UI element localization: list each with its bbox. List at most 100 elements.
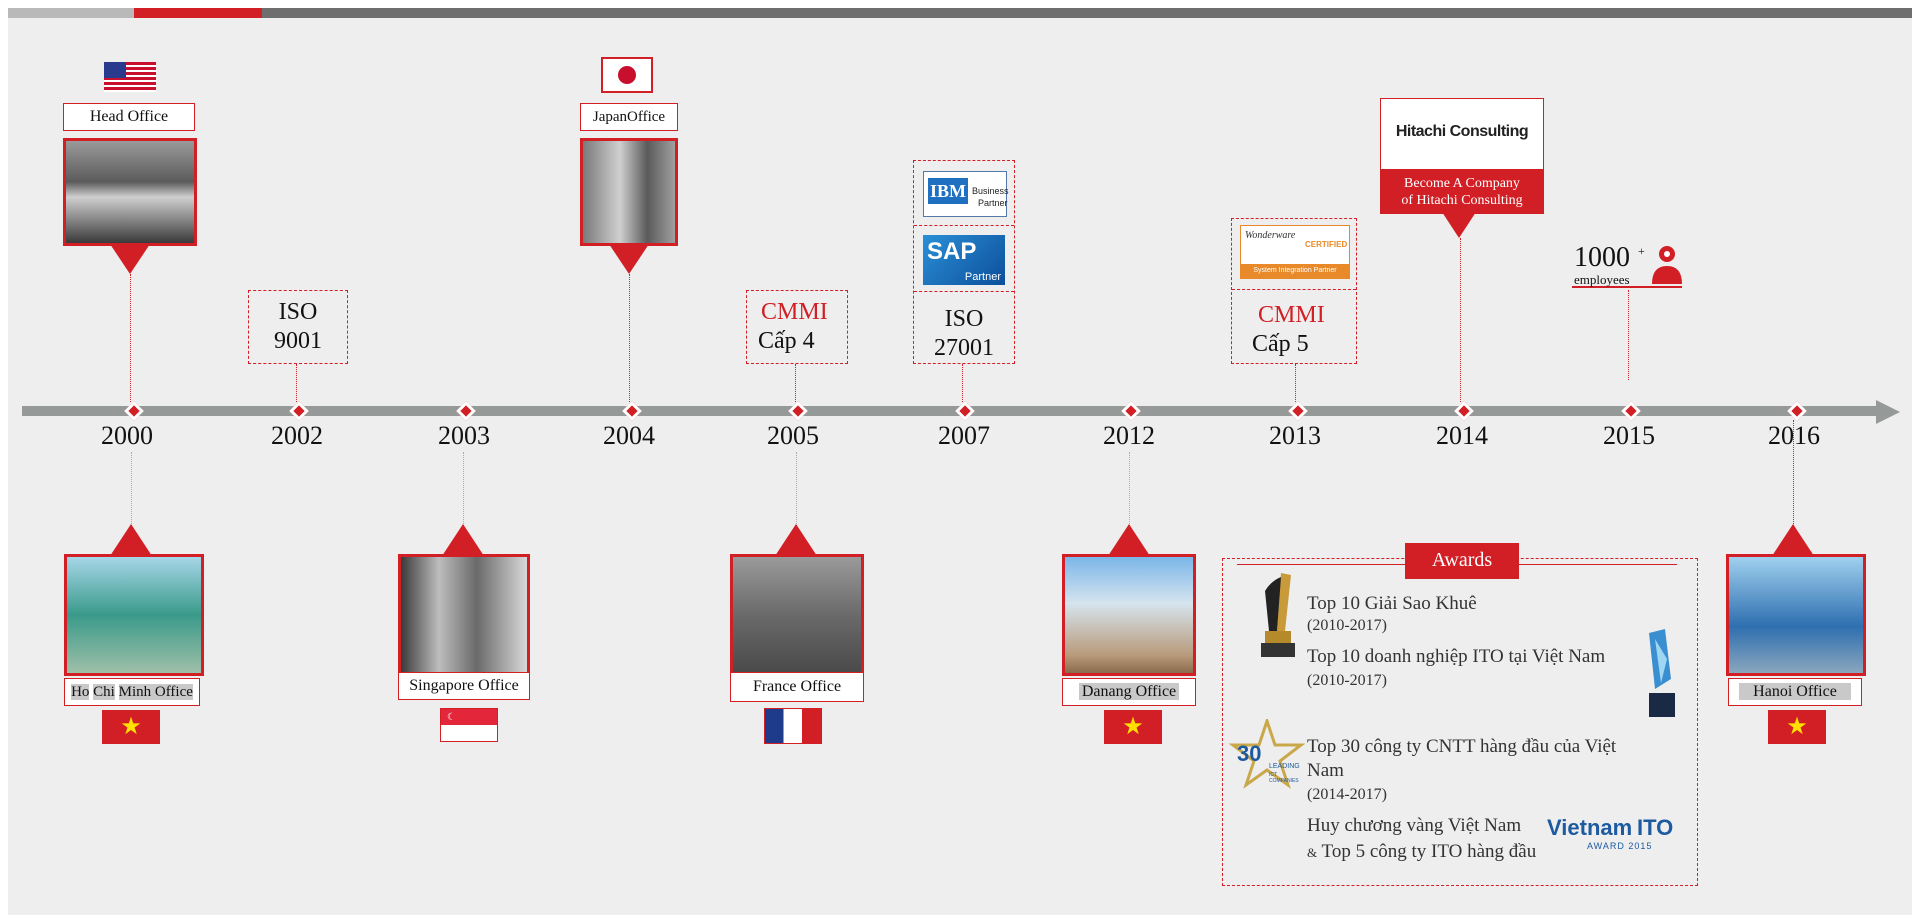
label-word: Chi <box>93 684 115 700</box>
wonderware-logo: Wonderware CERTIFIED System Integration … <box>1240 225 1350 279</box>
france-flag-icon <box>764 708 822 744</box>
award-title: Top 10 Giải Sao Khuê <box>1307 593 1477 614</box>
award-extra: Top 5 công ty ITO hàng đầu <box>1321 841 1537 862</box>
connector-line <box>1793 420 1794 530</box>
top30-number: 30 <box>1237 741 1262 766</box>
timeline-node-2005 <box>788 401 808 421</box>
timeline-node-2014 <box>1454 401 1474 421</box>
iso9001-box: ISO 9001 <box>248 290 348 364</box>
iso-title: ISO <box>278 299 318 325</box>
vietnam-ito-award: AWARD 2015 <box>1587 841 1653 851</box>
award-item: Huy chương vàng Việt Nam & Top 5 công ty… <box>1307 813 1637 866</box>
award-title: Huy chương vàng Việt Nam <box>1307 815 1522 836</box>
awards-panel: Awards Top 10 Giải Sao Khuê (2010-2017) … <box>1222 543 1698 886</box>
ibm-logo: IBM Business Partner <box>923 171 1009 217</box>
award-item: Top 10 doanh nghiệp ITO tại Việt Nam (20… <box>1307 645 1617 693</box>
timeline-node-2003 <box>456 401 476 421</box>
hitachi-logo-text: Hitachi Consulting <box>1395 123 1529 140</box>
timeline-node-2004 <box>622 401 642 421</box>
france-office-photo <box>730 554 864 676</box>
connector-line <box>795 364 796 402</box>
trophy-icon <box>1257 571 1297 671</box>
pointer-up-icon <box>1772 524 1814 556</box>
timeline-node-2007 <box>955 401 975 421</box>
hcm-office-photo <box>64 554 204 676</box>
timeline-arrow-icon <box>1876 400 1900 424</box>
award-years: (2010-2017) <box>1307 672 1387 689</box>
year-label: 2016 <box>1768 421 1820 450</box>
timeline-slide: 2000 2002 2003 2004 2005 2007 2012 2013 … <box>8 8 1912 915</box>
timeline-node-2015 <box>1621 401 1641 421</box>
iso-title: ISO <box>944 306 984 332</box>
pointer-up-icon <box>442 524 484 556</box>
pointer-down-icon <box>110 244 150 274</box>
year-label: 2013 <box>1269 421 1321 450</box>
cmmi-level: Cấp 5 <box>1252 331 1309 357</box>
hcm-office-label: Ho Chi Minh Office <box>64 678 200 706</box>
pointer-up-icon <box>1108 524 1150 556</box>
connector-line <box>1129 452 1130 530</box>
hanoi-office-label: Hanoi Office <box>1728 678 1862 706</box>
cmmi4-box: CMMI Cấp 4 <box>746 290 848 364</box>
top30-companies: ICT COMPANIES <box>1269 772 1299 784</box>
award-years: (2014-2017) <box>1307 786 1387 803</box>
person-gear-icon <box>1650 244 1684 289</box>
connector-line <box>463 452 464 530</box>
top30-logo: 30 LEADING ICT COMPANIES <box>1229 719 1305 789</box>
timeline-node-2000 <box>124 401 144 421</box>
japan-office-label: JapanOffice <box>580 103 678 131</box>
cmmi5-box: Wonderware CERTIFIED System Integration … <box>1231 218 1357 364</box>
vietnam-ito-logo: Vietnam ITO AWARD 2015 <box>1547 811 1693 855</box>
top30-leading: LEADING <box>1269 763 1300 770</box>
vietnam-ito-word: Vietnam <box>1547 815 1633 840</box>
award-extra-prefix: & <box>1307 845 1318 860</box>
iso-number: 9001 <box>274 328 322 354</box>
iso27001-text: ISO 27001 <box>914 305 1014 363</box>
award-item: Top 30 công ty CNTT hàng đầu của Việt Na… <box>1307 735 1637 807</box>
award-title: Top 10 doanh nghiệp ITO tại Việt Nam <box>1307 646 1606 667</box>
iso-number: 27001 <box>934 335 994 361</box>
pointer-up-icon <box>775 524 817 556</box>
cmmi-title: CMMI <box>761 299 828 325</box>
award-title: Top 30 công ty CNTT hàng đầu của Việt Na… <box>1307 736 1617 781</box>
year-label: 2014 <box>1436 421 1488 450</box>
wonderware-partner: System Integration Partner <box>1241 264 1349 278</box>
label-text: Hanoi Office <box>1739 683 1851 700</box>
hitachi-logo: Hitachi Consulting <box>1380 98 1544 170</box>
hanoi-office-photo <box>1726 554 1866 676</box>
cmmi5-text: CMMI Cấp 5 <box>1252 301 1325 359</box>
vietnam-flag-icon: ★ <box>1768 710 1826 744</box>
partners-box: IBM Business Partner SAP Partner ISO 270… <box>913 160 1015 364</box>
cmmi-title: CMMI <box>1258 302 1325 328</box>
divider <box>914 291 1014 292</box>
sap-logo: SAP Partner <box>923 235 1005 285</box>
japan-flag-icon <box>601 57 653 93</box>
timeline-node-2002 <box>289 401 309 421</box>
progress-bar-active <box>134 8 262 18</box>
year-label: 2000 <box>101 421 153 450</box>
singapore-office-photo <box>398 554 530 676</box>
hitachi-caption-line: of Hitachi Consulting <box>1401 193 1523 208</box>
vietnam-ito-ito: ITO <box>1637 815 1674 840</box>
ibm-mark: IBM <box>928 178 968 204</box>
head-office-label: Head Office <box>63 103 195 131</box>
connector-line <box>796 452 797 530</box>
connector-line <box>1460 238 1461 402</box>
japan-office-photo <box>580 138 678 246</box>
year-label: 2015 <box>1603 421 1655 450</box>
pointer-down-icon <box>609 244 649 274</box>
danang-office-photo <box>1062 554 1196 676</box>
timeline-axis <box>22 406 1882 416</box>
danang-office-label: Danang Office <box>1062 678 1196 706</box>
connector-line <box>296 364 297 402</box>
progress-bar-segment <box>8 8 134 18</box>
vietnam-flag-icon: ★ <box>102 710 160 744</box>
year-label: 2007 <box>938 421 990 450</box>
pointer-up-icon <box>110 524 152 556</box>
france-office-label: France Office <box>730 672 864 702</box>
year-label: 2005 <box>767 421 819 450</box>
label-word: Minh Office <box>118 684 193 700</box>
year-label: 2003 <box>438 421 490 450</box>
connector-line <box>1628 290 1629 380</box>
us-flag-icon <box>104 62 156 92</box>
